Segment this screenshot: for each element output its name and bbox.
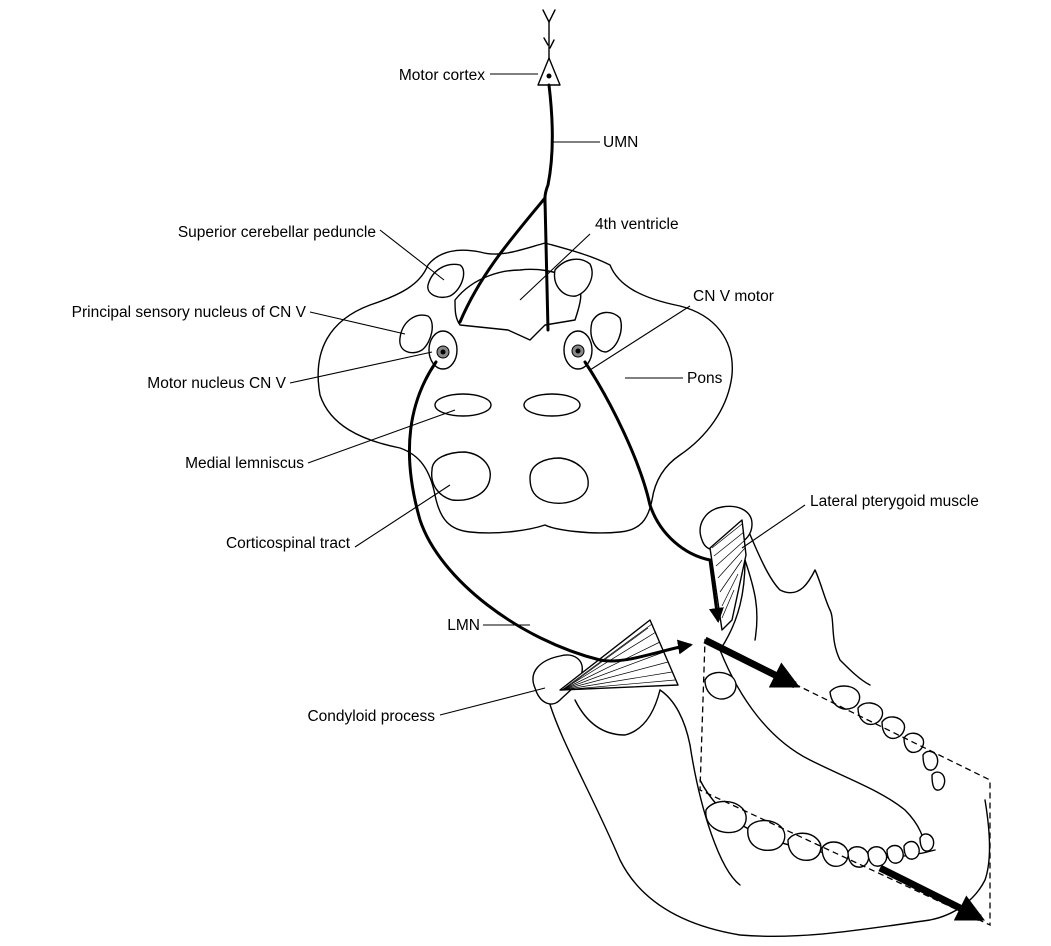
teeth-lower-row	[705, 673, 934, 868]
superior-cerebellar-peduncle	[428, 259, 592, 297]
label-motor-nucleus: Motor nucleus CN V	[147, 375, 286, 392]
label-umn: UMN	[603, 134, 638, 151]
label-superior-cerebellar-peduncle: Superior cerebellar peduncle	[178, 224, 376, 241]
label-condyloid-process: Condyloid process	[307, 708, 435, 725]
label-corticospinal-tract: Corticospinal tract	[226, 535, 351, 552]
medial-lemniscus	[435, 394, 580, 416]
label-medial-lemniscus: Medial lemniscus	[185, 455, 304, 472]
label-pons: Pons	[687, 370, 723, 387]
label-cn-v-motor: CN V motor	[693, 288, 774, 305]
label-principal-sensory-nucleus: Principal sensory nucleus of CN V	[72, 304, 307, 321]
labels: Motor cortex UMN 4th ventricle Superior …	[72, 67, 979, 725]
teeth-upper-row	[830, 686, 945, 790]
label-lateral-pterygoid: Lateral pterygoid muscle	[810, 493, 979, 510]
mandible	[541, 510, 990, 936]
pons-outline	[318, 243, 732, 533]
movement-outline	[700, 640, 990, 925]
label-4th-ventricle: 4th ventricle	[595, 216, 679, 233]
label-motor-cortex: Motor cortex	[399, 67, 485, 84]
motor-nucleus-cn-v	[429, 331, 592, 369]
corticospinal-tract	[432, 452, 588, 503]
label-lmn: LMN	[447, 617, 480, 634]
